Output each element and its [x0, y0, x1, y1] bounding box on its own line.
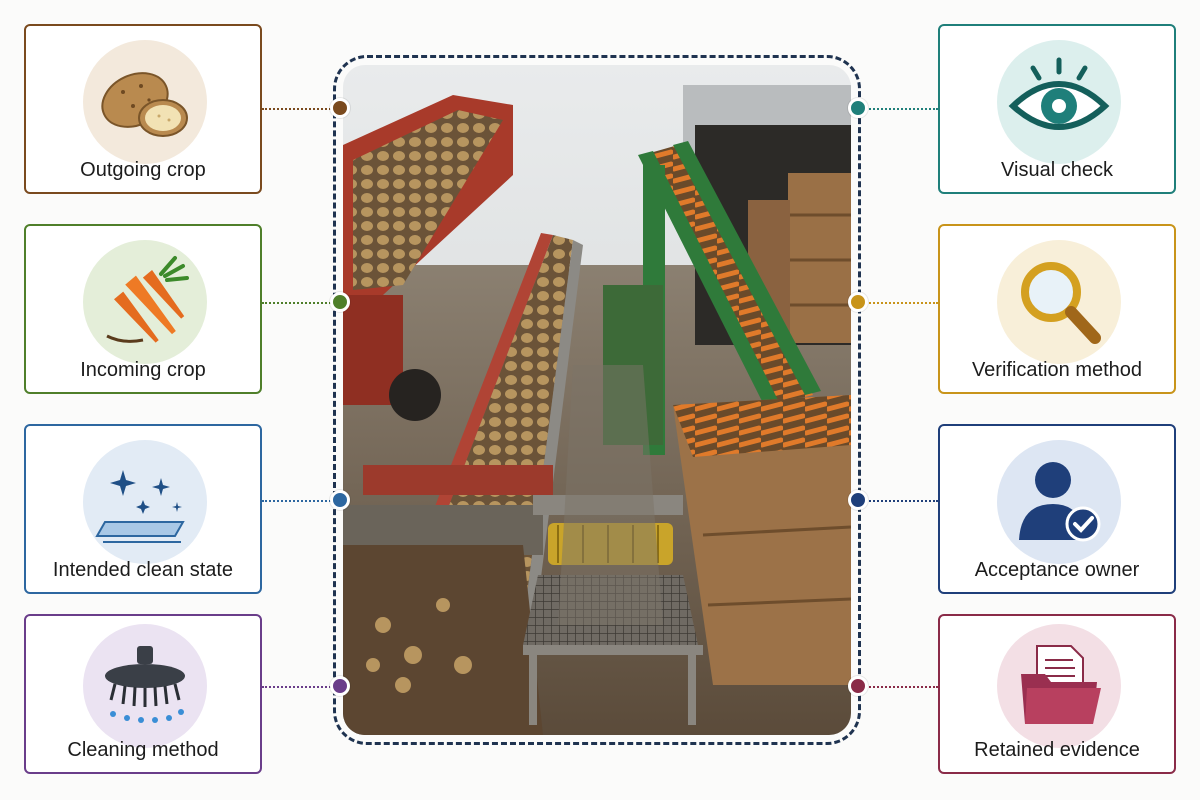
user-check-icon [997, 440, 1121, 564]
card-outgoing-crop: Outgoing crop [24, 24, 262, 194]
dot-intended-clean-state [330, 490, 350, 510]
carrot-icon [83, 240, 207, 364]
eye-icon [997, 40, 1121, 164]
card-retained-evidence: Retained evidence [938, 614, 1176, 774]
connector-intended-clean-state [262, 500, 338, 502]
card-label: Acceptance owner [974, 559, 1140, 581]
dot-visual-check [848, 98, 868, 118]
connector-outgoing-crop [262, 108, 338, 110]
connector-incoming-crop [262, 302, 338, 304]
card-label: Outgoing crop [80, 159, 206, 181]
brush-spray-icon [83, 624, 207, 748]
card-label: Visual check [1001, 159, 1113, 181]
connector-cleaning-method [262, 686, 338, 688]
card-visual-check: Visual check [938, 24, 1176, 194]
card-intended-clean-state: Intended clean state [24, 424, 262, 594]
card-label: Retained evidence [974, 739, 1140, 761]
card-label: Intended clean state [52, 559, 234, 581]
magnifier-icon [997, 240, 1121, 364]
folder-document-icon [997, 624, 1121, 748]
dot-incoming-crop [330, 292, 350, 312]
connector-verification-method [858, 302, 938, 304]
dot-retained-evidence [848, 676, 868, 696]
dot-outgoing-crop [330, 98, 350, 118]
connector-acceptance-owner [858, 500, 938, 502]
card-acceptance-owner: Acceptance owner [938, 424, 1176, 594]
card-label: Verification method [971, 359, 1143, 381]
card-verification-method: Verification method [938, 224, 1176, 394]
sparkle-tray-icon [83, 440, 207, 564]
potato-icon [83, 40, 207, 164]
dot-cleaning-method [330, 676, 350, 696]
connector-visual-check [858, 108, 938, 110]
card-label: Cleaning method [67, 739, 219, 761]
card-label: Incoming crop [80, 359, 206, 381]
card-incoming-crop: Incoming crop [24, 224, 262, 394]
card-cleaning-method: Cleaning method [24, 614, 262, 774]
photo-frame [333, 55, 861, 745]
conveyor-photo [343, 65, 851, 735]
dot-acceptance-owner [848, 490, 868, 510]
connector-retained-evidence [858, 686, 938, 688]
dot-verification-method [848, 292, 868, 312]
